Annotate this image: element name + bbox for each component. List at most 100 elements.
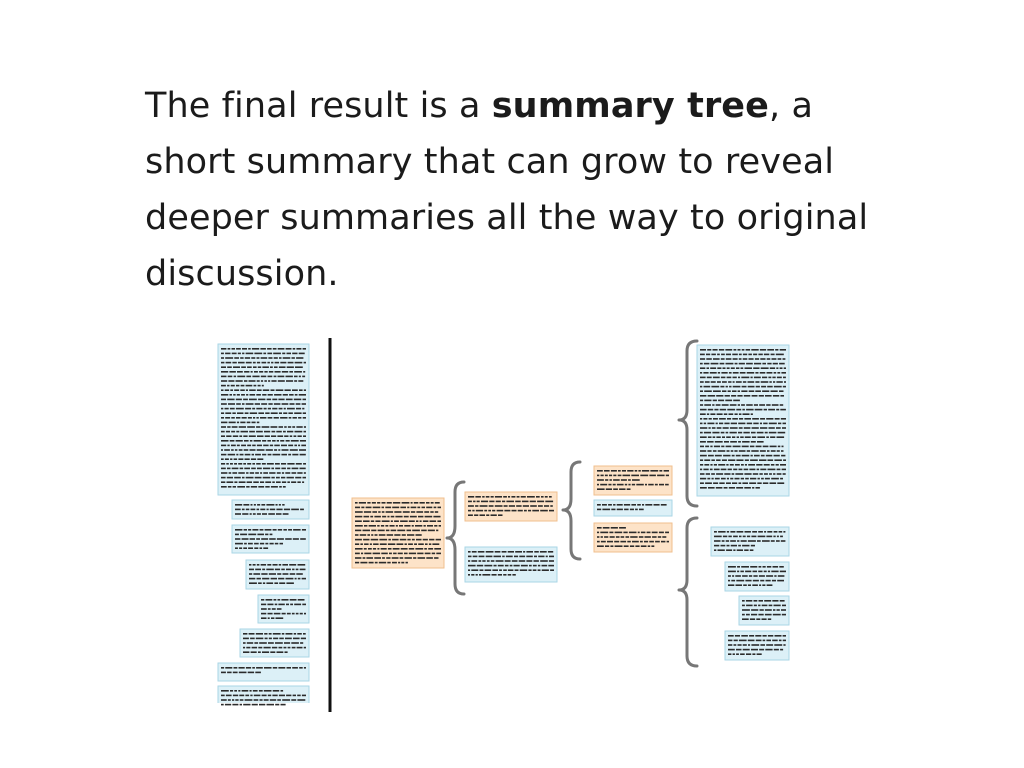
- text-line-mark: [287, 426, 292, 428]
- text-line-mark: [732, 353, 738, 356]
- text-line-mark: [642, 504, 645, 506]
- text-line-mark: [745, 349, 751, 351]
- text-line-mark: [271, 608, 276, 610]
- text-line-mark: [302, 348, 306, 350]
- text-line-mark: [256, 380, 260, 382]
- text-line-mark: [610, 545, 614, 547]
- text-line-mark: [221, 375, 227, 378]
- text-line-mark: [754, 408, 763, 411]
- text-line-mark: [519, 555, 526, 558]
- text-line-mark: [298, 352, 305, 355]
- text-line-mark: [252, 690, 258, 692]
- text-line-mark: [224, 389, 230, 391]
- text-line-mark: [614, 545, 623, 547]
- text-line-mark: [248, 633, 255, 635]
- text-line-mark: [231, 417, 235, 419]
- text-line-mark: [225, 667, 233, 669]
- text-line-mark: [481, 500, 489, 503]
- text-line-mark: [742, 535, 746, 538]
- text-line-mark: [714, 549, 717, 551]
- text-line-mark: [261, 426, 270, 428]
- text-line-mark: [249, 430, 255, 433]
- text-line-mark: [257, 467, 262, 470]
- text-line-mark: [777, 482, 785, 484]
- text-line-mark: [781, 468, 786, 471]
- text-line-mark: [750, 441, 756, 443]
- text-line-mark: [752, 584, 758, 586]
- text-line-mark: [370, 520, 375, 522]
- text-line-mark: [703, 431, 712, 434]
- text-line-mark: [519, 569, 528, 571]
- text-line-mark: [468, 560, 471, 562]
- text-line-mark: [221, 463, 226, 465]
- text-line-mark: [235, 380, 243, 382]
- text-line-mark: [700, 376, 706, 379]
- text-line-mark: [766, 418, 774, 420]
- text-line-mark: [427, 529, 435, 532]
- text-line-mark: [277, 699, 281, 701]
- text-line-mark: [249, 513, 252, 515]
- text-line-mark: [434, 548, 441, 550]
- text-line-mark: [757, 441, 764, 443]
- text-line-mark: [744, 531, 751, 533]
- text-line-mark: [225, 361, 232, 364]
- text-line-mark: [411, 538, 415, 541]
- text-line-mark: [282, 513, 289, 515]
- text-line-mark: [718, 531, 726, 533]
- text-line-mark: [281, 453, 287, 456]
- text-line-mark: [261, 603, 267, 606]
- text-line-mark: [485, 551, 494, 553]
- text-line-mark: [714, 454, 722, 457]
- text-line-mark: [221, 444, 227, 447]
- text-line-mark: [246, 472, 249, 474]
- text-line-mark: [468, 574, 470, 576]
- text-line-mark: [378, 561, 387, 564]
- text-line-mark: [623, 545, 629, 547]
- text-line-mark: [296, 646, 303, 649]
- text-line-mark: [700, 390, 703, 392]
- text-line-mark: [424, 511, 430, 513]
- text-line-mark: [537, 500, 545, 503]
- text-line-mark: [295, 476, 302, 479]
- text-line-mark: [289, 573, 296, 575]
- text-line-mark: [281, 449, 289, 451]
- text-line-mark: [712, 349, 718, 351]
- text-line-mark: [288, 529, 292, 531]
- text-line-mark: [737, 404, 740, 406]
- text-line-mark: [375, 520, 381, 522]
- text-line-mark: [761, 604, 768, 607]
- text-line-mark: [285, 472, 291, 474]
- text-line-mark: [290, 603, 293, 606]
- text-line-mark: [666, 540, 669, 543]
- text-line-mark: [287, 361, 294, 364]
- text-line-mark: [269, 444, 274, 447]
- text-line-mark: [763, 464, 770, 466]
- text-line-mark: [700, 464, 704, 466]
- text-line-mark: [292, 426, 296, 428]
- text-line-mark: [221, 366, 226, 368]
- text-line-mark: [292, 568, 295, 571]
- text-line-mark: [224, 407, 229, 410]
- text-line-mark: [240, 357, 244, 359]
- text-line-mark: [293, 637, 300, 640]
- text-line-mark: [236, 394, 240, 396]
- text-line-mark: [407, 538, 411, 541]
- text-line-mark: [279, 637, 284, 640]
- text-line-mark: [355, 515, 363, 518]
- text-line-mark: [231, 430, 236, 433]
- text-line-mark: [730, 422, 737, 425]
- text-line-mark: [714, 531, 717, 533]
- text-line-mark: [282, 564, 288, 566]
- text-line-mark: [738, 413, 742, 415]
- text-line-mark: [729, 431, 737, 434]
- text-line-mark: [628, 479, 631, 481]
- text-line-mark: [408, 520, 415, 522]
- text-line-mark: [600, 540, 606, 543]
- text-line-mark: [282, 699, 291, 701]
- text-line-mark: [743, 427, 751, 429]
- text-line-mark: [737, 570, 740, 573]
- text-line-mark: [614, 531, 623, 534]
- text-line-mark: [772, 395, 780, 397]
- text-line-mark: [278, 398, 285, 401]
- text-line-mark: [286, 380, 294, 382]
